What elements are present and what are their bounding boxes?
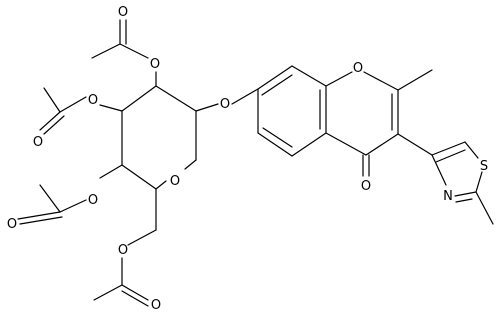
- bond: [262, 127, 293, 148]
- bond: [257, 132, 293, 157]
- bond: [363, 71, 399, 91]
- bond: [155, 180, 167, 190]
- bond: [127, 229, 157, 246]
- bond: [291, 65, 327, 87]
- bond: [325, 71, 353, 87]
- atom-o-ring: O: [170, 174, 180, 189]
- bond: [91, 43, 121, 59]
- atom-o-chromone: O: [353, 61, 363, 76]
- bond: [397, 69, 433, 91]
- bond: [99, 164, 123, 179]
- bond: [291, 132, 327, 157]
- bond: [19, 216, 63, 225]
- bond: [431, 154, 447, 186]
- bond: [121, 284, 149, 301]
- atom-n-thiazole: N: [443, 189, 453, 204]
- bond: [431, 141, 466, 156]
- atom-s-thiazole: S: [480, 159, 488, 174]
- atom-o-acetyl-c: O: [88, 193, 98, 208]
- bond: [43, 87, 61, 113]
- bonds: [17, 19, 494, 307]
- bond: [119, 43, 149, 59]
- atom-labels: O O O O O O O O O O O O S N: [7, 5, 488, 313]
- bond: [261, 74, 293, 96]
- bond: [475, 191, 494, 225]
- bond: [39, 111, 61, 131]
- bond: [99, 104, 123, 112]
- atom-o-acetyl-b: O: [88, 93, 98, 108]
- bond: [155, 85, 197, 112]
- atom-o-carbonyl-a: O: [118, 5, 128, 20]
- bond: [365, 133, 399, 156]
- bond: [435, 149, 466, 163]
- bond: [257, 65, 293, 90]
- atom-o-carbonyl-c: O: [7, 217, 17, 232]
- bond: [93, 284, 123, 301]
- bond: [121, 85, 157, 112]
- atom-o-ketone: O: [361, 179, 371, 194]
- atom-o-acetyl-d: O: [118, 243, 128, 258]
- bond: [59, 96, 87, 113]
- bond: [464, 141, 479, 159]
- bond: [43, 115, 65, 135]
- bond: [17, 211, 61, 220]
- atom-o-ether: O: [220, 97, 230, 112]
- bond: [455, 198, 473, 203]
- bond: [39, 184, 61, 213]
- bond: [231, 88, 259, 105]
- bond: [121, 290, 149, 307]
- atom-o-carbonyl-d: O: [151, 298, 161, 313]
- bond: [59, 199, 87, 213]
- bond: [454, 191, 477, 197]
- bond: [475, 171, 483, 193]
- atom-o-acetyl-a: O: [150, 57, 160, 72]
- bond: [121, 164, 157, 190]
- bond: [325, 132, 367, 156]
- bond: [195, 103, 219, 112]
- bond: [397, 133, 433, 156]
- atom-o-carbonyl-b: O: [33, 135, 43, 150]
- bond: [184, 159, 197, 170]
